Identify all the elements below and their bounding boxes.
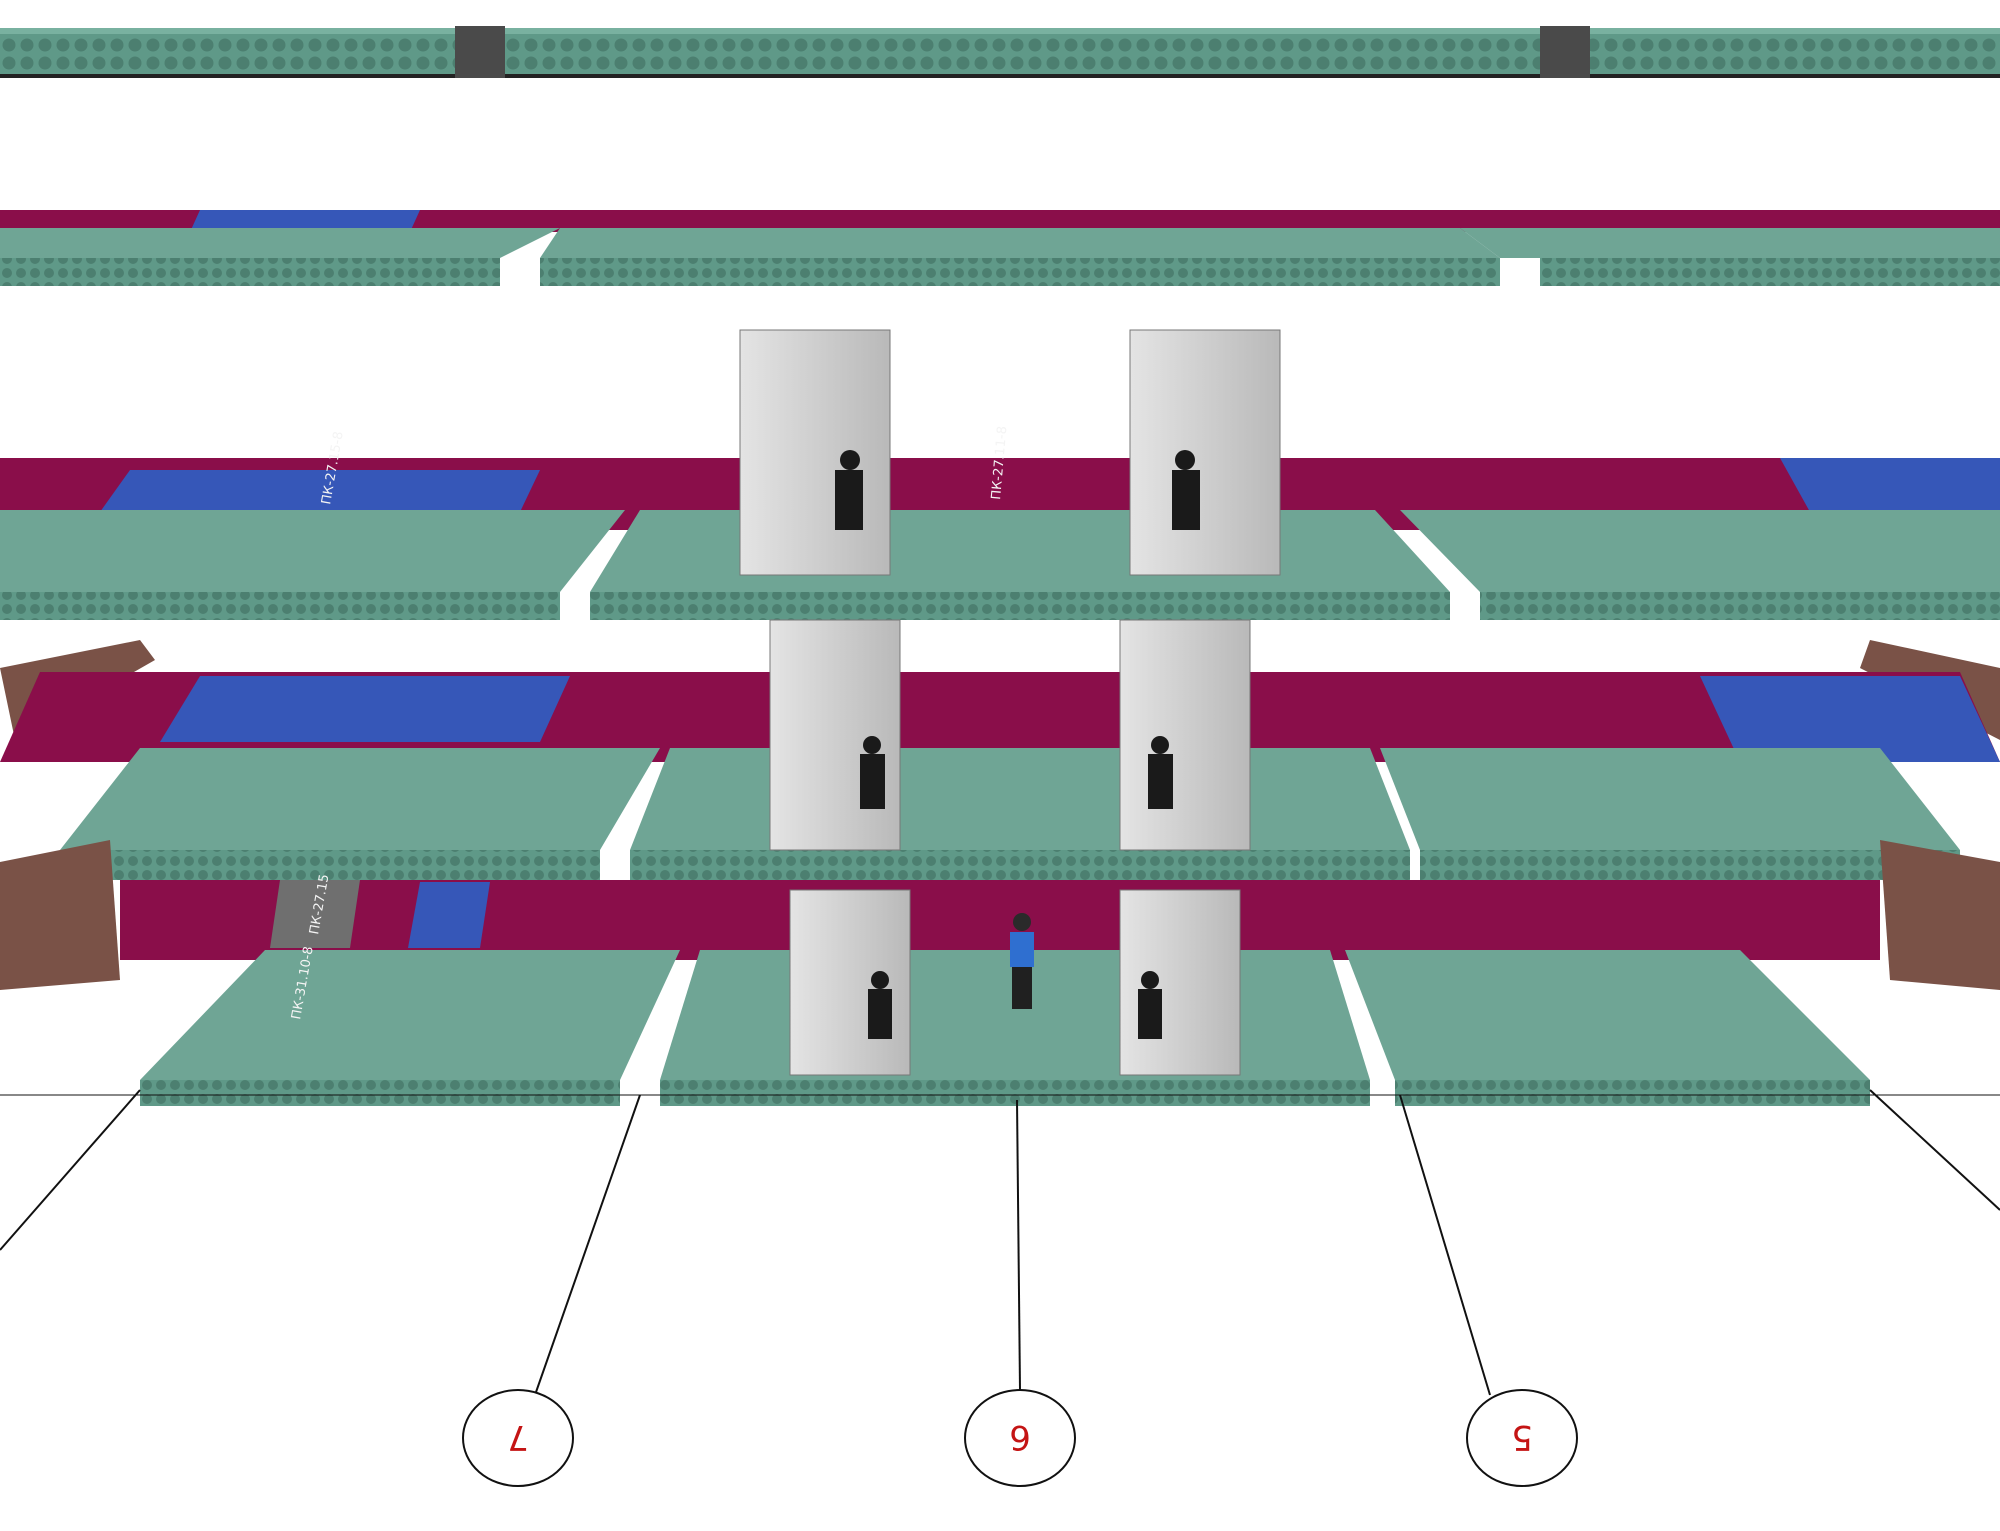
floor-level-4 [0,210,2000,286]
top-slab-strip [0,26,2000,78]
green-slab-left-l3 [0,510,625,592]
green-slab-right-l3 [1400,510,2000,592]
sanitary-cabins [739,329,1281,1076]
axis-bubble-5: 5 [1466,1389,1578,1487]
green-slab-right-l1 [1345,950,1870,1080]
green-slab-left-l2 [60,748,660,850]
axis-label-5: 5 [1511,1417,1533,1457]
axis-label-7: 7 [507,1417,529,1457]
grid-axes [0,1089,2000,1396]
floor-level-2 [0,640,2000,880]
green-slab-center-l2 [630,748,1410,850]
green-slab-center-l3 [590,510,1450,592]
axis-label-6: 6 [1009,1417,1031,1457]
axis-bubble-6: 6 [964,1389,1076,1487]
green-slab-right-l2 [1380,748,1960,850]
green-slab-left-l1 [140,950,680,1080]
slab-code-magenta: ПК-27.11-8 [989,425,1010,500]
axis-bubble-7: 7 [462,1389,574,1487]
